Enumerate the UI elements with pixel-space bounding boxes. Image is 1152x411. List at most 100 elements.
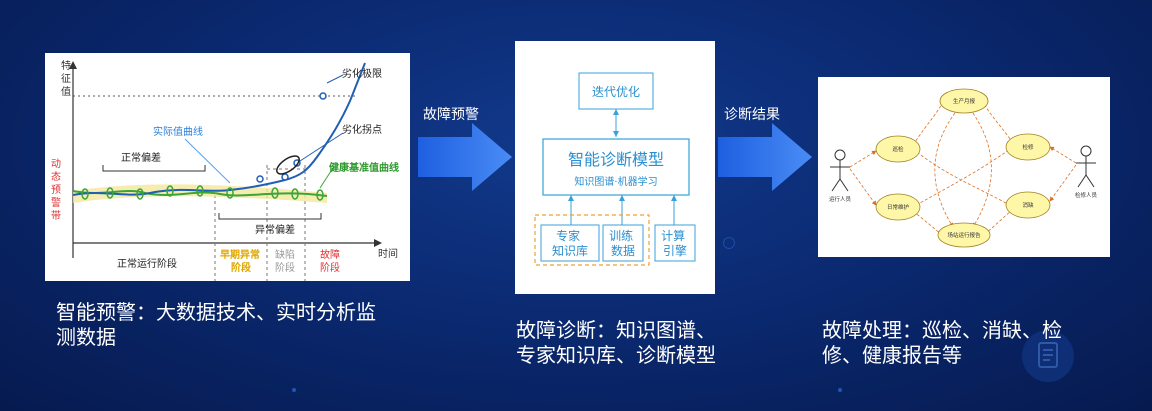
usecase-repair (1005, 133, 1051, 161)
node-label: 消缺 (1022, 201, 1034, 209)
diagnosis-caption: 故障诊断：知识图谱、 专家知识库、诊断模型 (516, 318, 716, 367)
connection (982, 208, 1014, 236)
actor-maintainer-label: 检修人员 (1075, 191, 1098, 199)
stage-early-label: 早期异常 阶段 (220, 248, 263, 274)
connection (934, 108, 959, 228)
handling-diagram: 运行人员 检修人员 (829, 88, 1098, 248)
background-dot (838, 388, 842, 392)
y-label-char-2: 征 (61, 73, 71, 85)
arrow-warning-label: 故障预警 (423, 107, 479, 123)
arrowhead-up (671, 195, 677, 201)
band-label-char: 动 (51, 158, 61, 170)
stage-fault-label: 故障 阶段 (320, 248, 343, 274)
actual-curve (72, 62, 366, 196)
arrowhead-up (568, 195, 574, 201)
band-label-char: 预 (51, 184, 61, 196)
x-axis-arrowhead (374, 239, 382, 247)
flow-arrow-1 (418, 123, 512, 191)
connection (849, 168, 877, 206)
deterioration-limit-label: 劣化极限 (342, 67, 382, 80)
actor-leg (839, 178, 849, 192)
y-label-char-1: 特 (61, 60, 71, 72)
arrow-shape (718, 123, 812, 191)
stage-early-line-2: 阶段 (231, 261, 251, 274)
band-label-char: 态 (51, 170, 61, 183)
input-compute-label: 计算 引擎 (661, 228, 689, 258)
baseline-point (136, 188, 144, 200)
arrow-shape (418, 123, 512, 191)
warning-chart-panel: 特 征 值 时间 (45, 53, 410, 281)
warning-chart: 特 征 值 时间 (51, 60, 399, 281)
actual-pointer (184, 138, 231, 184)
stage-fault-line-1: 故障 (320, 248, 340, 261)
stage-fault-line-2: 阶段 (320, 261, 340, 274)
background-ring (723, 237, 735, 249)
model-title: 智能诊断模型 (568, 150, 664, 169)
actual-point (319, 92, 327, 100)
handling-caption: 故障处理：巡检、消缺、检 修、健康报告等 (822, 318, 1062, 367)
flow-connections (849, 98, 1077, 236)
diagnosis-panel: 迭代优化 智能诊断模型 知识图谱·机器学习 专家 知识库 训练 数据 计算 引擎 (515, 41, 715, 294)
handling-panel: 运行人员 检修人员 (818, 77, 1110, 257)
input-expert-line-1: 专家 (556, 228, 580, 243)
input-expert-line-2: 知识库 (552, 243, 588, 258)
actor-head (834, 149, 846, 161)
baseline-curve (72, 190, 328, 197)
baseline-points (81, 185, 324, 201)
usecase-defect-elimination (1005, 191, 1051, 219)
actor-leg (831, 178, 841, 192)
actual-point (281, 173, 289, 181)
connection (980, 98, 1014, 144)
actual-curve-label: 实际值曲线 (153, 125, 203, 138)
band-label-char: 带 (51, 210, 61, 222)
usecase-station-report (937, 222, 991, 248)
actor-operator (830, 149, 850, 192)
connection (1049, 146, 1077, 164)
input-box-compute (654, 224, 696, 262)
normal-deviation-label: 正常偏差 (121, 151, 161, 164)
usecase-inspection (875, 135, 921, 163)
connection (912, 146, 1014, 208)
input-expert-label: 专家 知识库 (552, 228, 588, 258)
actor-head (1080, 145, 1092, 157)
actual-point (256, 175, 264, 183)
connection (1049, 164, 1077, 202)
x-axis-label: 时间 (378, 247, 398, 260)
stage-normal-label: 正常运行阶段 (117, 257, 177, 270)
knowledge-group (534, 214, 650, 266)
usecase-monthly-report (939, 88, 989, 114)
baseline-point (196, 185, 204, 197)
node-label: 检修 (1022, 143, 1034, 151)
normal-deviation-bracket (102, 165, 206, 172)
inflection-marker (276, 155, 300, 175)
baseline-point (226, 187, 234, 199)
y-axis-arrowhead (69, 61, 77, 69)
actor-leg (1085, 174, 1095, 188)
arrow-diagnosis-label: 诊断结果 (724, 107, 780, 123)
stage-defect-line-2: 阶段 (275, 261, 295, 274)
iterate-box (578, 72, 654, 110)
input-training-line-2: 数据 (611, 243, 635, 258)
input-training-line-1: 训练 (609, 228, 633, 243)
connection (849, 150, 877, 168)
background-dot (292, 388, 296, 392)
y-label-char-3: 值 (61, 85, 71, 98)
document-icon (1022, 330, 1074, 382)
stage-early-line-1: 早期异常 (220, 248, 260, 261)
abnormal-deviation-label: 异常偏差 (255, 223, 295, 236)
arrowhead-up (613, 109, 619, 115)
connection (912, 98, 946, 146)
inflection-label: 劣化拐点 (342, 123, 382, 136)
connection (912, 148, 1014, 208)
baseline-pointer (319, 167, 334, 189)
input-compute-line-1: 计算 (661, 228, 685, 243)
use-case-labels: 生产月报 巡检 检修 日常维护 消缺 场站运行报告 (887, 97, 1034, 239)
limit-pointer (326, 74, 344, 84)
baseline-point (291, 188, 299, 200)
connection (912, 210, 944, 236)
warning-caption: 智能预警：大数据技术、实时分析监 测数据 (56, 300, 376, 349)
stage-defect-line-1: 缺陷 (275, 248, 295, 261)
arrowhead-down (613, 131, 619, 137)
arrowhead-up (619, 195, 625, 201)
